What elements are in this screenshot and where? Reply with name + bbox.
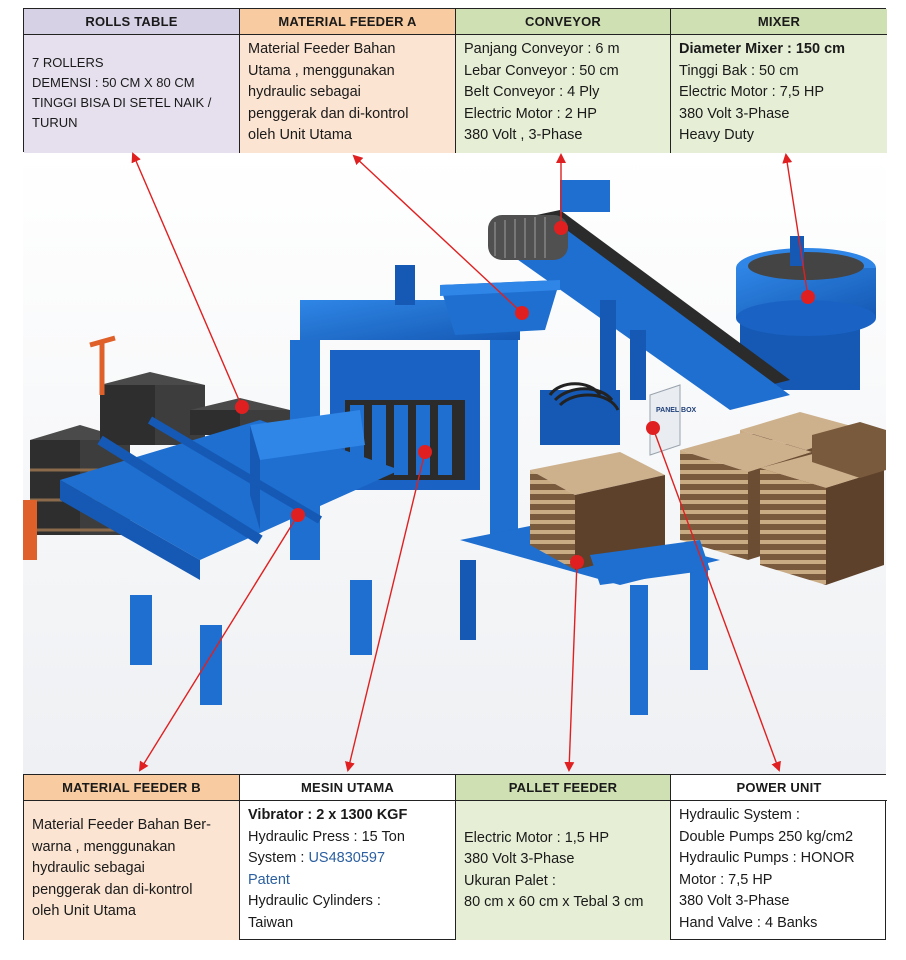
patent-link[interactable]: Patent	[248, 871, 290, 888]
material-feeder-b-spec: Material Feeder Bahan Ber- warna , mengg…	[24, 801, 240, 940]
spec-line: Hydraulic Press : 15 Ton	[248, 828, 405, 845]
spec-line: Taiwan	[248, 914, 294, 931]
spec-line: Lebar Conveyor : 50 cm	[464, 62, 619, 79]
mesin-utama-spec: Vibrator : 2 x 1300 KGF Hydraulic Press …	[240, 801, 456, 940]
rolls-table-header: ROLLS TABLE	[24, 9, 240, 35]
patent-number-link[interactable]: US4830597	[308, 850, 386, 866]
spec-line: Hydraulic Cylinders :	[248, 893, 381, 909]
spec-line: Tinggi Bak : 50 cm	[679, 62, 799, 79]
spec-line: Material Feeder Bahan	[248, 41, 396, 57]
pallet-feeder-header: PALLET FEEDER	[456, 775, 671, 801]
spec-line: hydraulic sebagai	[32, 860, 145, 876]
spec-line: oleh Unit Utama	[32, 903, 136, 919]
conveyor-icon	[488, 180, 790, 410]
spec-line: Hydraulic Pumps : HONOR	[679, 850, 855, 866]
power-unit-spec: Hydraulic System : Double Pumps 250 kg/c…	[671, 801, 887, 940]
spec-line: Diameter Mixer : 150 cm	[679, 41, 846, 57]
spec-line: System : US4830597	[248, 848, 447, 870]
material-feeder-a-header: MATERIAL FEEDER A	[240, 9, 456, 35]
spec-line: Panjang Conveyor : 6 m	[464, 41, 620, 57]
spec-line: Heavy Duty	[679, 127, 754, 143]
spec-line: Double Pumps 250 kg/cm2	[679, 828, 854, 845]
top-spec-table: ROLLS TABLE MATERIAL FEEDER A CONVEYOR M…	[23, 8, 887, 153]
spec-line: DEMENSI : 50 CM X 80 CM	[32, 75, 195, 90]
spec-line: 380 Volt , 3-Phase	[464, 127, 583, 143]
spec-line: 380 Volt 3-Phase	[679, 105, 790, 122]
spec-line: penggerak dan di-kontrol	[32, 881, 193, 898]
bottom-spec-table: MATERIAL FEEDER B MESIN UTAMA PALLET FEE…	[23, 774, 887, 940]
spec-line: Utama , menggunakan	[248, 62, 395, 79]
material-feeder-a-spec: Material Feeder Bahan Utama , menggunaka…	[240, 35, 456, 153]
mixer-header: MIXER	[671, 9, 887, 35]
spec-line: hydraulic sebagai	[248, 84, 361, 100]
spec-line: warna , menggunakan	[32, 838, 176, 855]
spec-line: Electric Motor : 2 HP	[464, 105, 597, 122]
spec-line: Material Feeder Bahan Ber-	[32, 817, 211, 833]
spec-line: Belt Conveyor : 4 Ply	[464, 84, 600, 100]
rolls-table-spec: 7 ROLLERS DEMENSI : 50 CM X 80 CM TINGGI…	[24, 35, 240, 153]
conveyor-spec: Panjang Conveyor : 6 m Lebar Conveyor : …	[456, 35, 671, 153]
spec-line: 380 Volt 3-Phase	[464, 851, 575, 867]
spec-line: Electric Motor : 7,5 HP	[679, 84, 825, 100]
system-label: System :	[248, 850, 309, 866]
material-feeder-b-header: MATERIAL FEEDER B	[24, 775, 240, 801]
panel-box-label: PANEL BOX	[656, 407, 697, 414]
spec-line: penggerak dan di-kontrol	[248, 105, 409, 122]
spec-line: Ukuran Palet :	[464, 872, 556, 889]
pallet-feeder-spec: Electric Motor : 1,5 HP 380 Volt 3-Phase…	[456, 801, 671, 940]
spec-line: TINGGI BISA DI SETEL NAIK /	[32, 95, 212, 110]
spec-line: oleh Unit Utama	[248, 127, 352, 143]
spec-line: 7 ROLLERS	[32, 55, 104, 70]
spec-line: Hydraulic System :	[679, 807, 800, 823]
power-unit-header: POWER UNIT	[671, 775, 887, 801]
mesin-utama-header: MESIN UTAMA	[240, 775, 456, 801]
spec-line: Electric Motor : 1,5 HP	[464, 829, 610, 846]
mixer-spec: Diameter Mixer : 150 cm Tinggi Bak : 50 …	[671, 35, 887, 153]
mixer-icon	[736, 236, 876, 390]
spec-line: Motor : 7,5 HP	[679, 871, 773, 888]
spec-line: TURUN	[32, 115, 78, 130]
conveyor-header: CONVEYOR	[456, 9, 671, 35]
spec-line: Hand Valve : 4 Banks	[679, 914, 818, 931]
spec-line: 380 Volt 3-Phase	[679, 893, 790, 909]
spec-line: Vibrator : 2 x 1300 KGF	[248, 807, 408, 823]
spec-line: 80 cm x 60 cm x Tebal 3 cm	[464, 894, 644, 910]
power-unit-icon: PANEL BOX	[540, 382, 697, 456]
